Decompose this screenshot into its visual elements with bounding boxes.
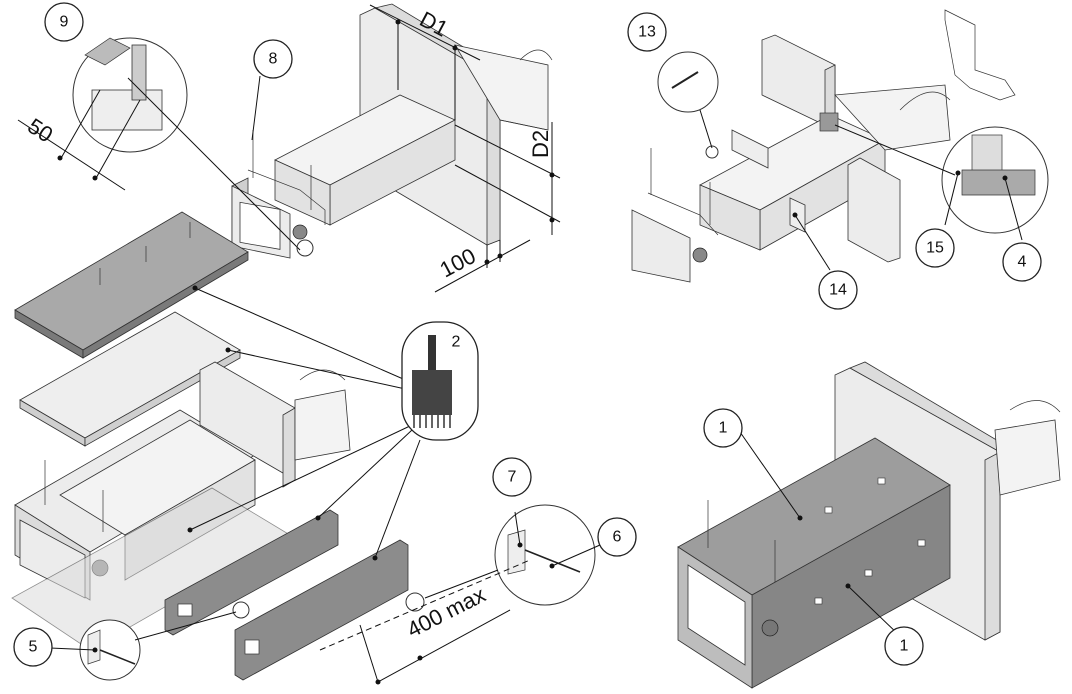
callout-9: 9 — [44, 2, 84, 42]
callout-4: 4 — [1002, 242, 1042, 282]
callout-13: 13 — [627, 12, 667, 52]
svg-text:7: 7 — [508, 469, 517, 486]
svg-text:9: 9 — [60, 14, 69, 31]
callout-7: 7 — [492, 457, 532, 497]
assembled-box — [677, 361, 1061, 689]
callout-14: 14 — [818, 270, 858, 310]
callout-8-leader — [251, 75, 261, 141]
svg-text:4: 4 — [1018, 254, 1027, 271]
svg-text:6: 6 — [613, 529, 622, 546]
dimension-100: 100 — [436, 243, 480, 282]
svg-text:13: 13 — [638, 24, 656, 41]
top-right-assembly — [631, 9, 1049, 283]
dimension-d2: D2 — [528, 130, 553, 158]
svg-text:15: 15 — [926, 240, 944, 257]
svg-text:14: 14 — [829, 282, 847, 299]
callout-8: 8 — [253, 39, 293, 79]
svg-text:1: 1 — [719, 420, 728, 437]
callout-1-top: 1 — [703, 408, 743, 448]
svg-text:2: 2 — [452, 334, 461, 351]
callout-1-side: 1 — [884, 626, 924, 666]
callout-15: 15 — [915, 228, 955, 268]
callout-2: 2 — [452, 334, 461, 351]
exploded-panels — [11, 211, 601, 685]
dimension-400-max: 400 max — [403, 582, 490, 643]
callout-6: 6 — [597, 517, 637, 557]
svg-text:5: 5 — [29, 639, 38, 656]
top-left-assembly — [17, 3, 561, 293]
callout-5: 5 — [13, 627, 53, 667]
svg-text:1: 1 — [900, 638, 909, 655]
svg-text:8: 8 — [269, 51, 278, 68]
